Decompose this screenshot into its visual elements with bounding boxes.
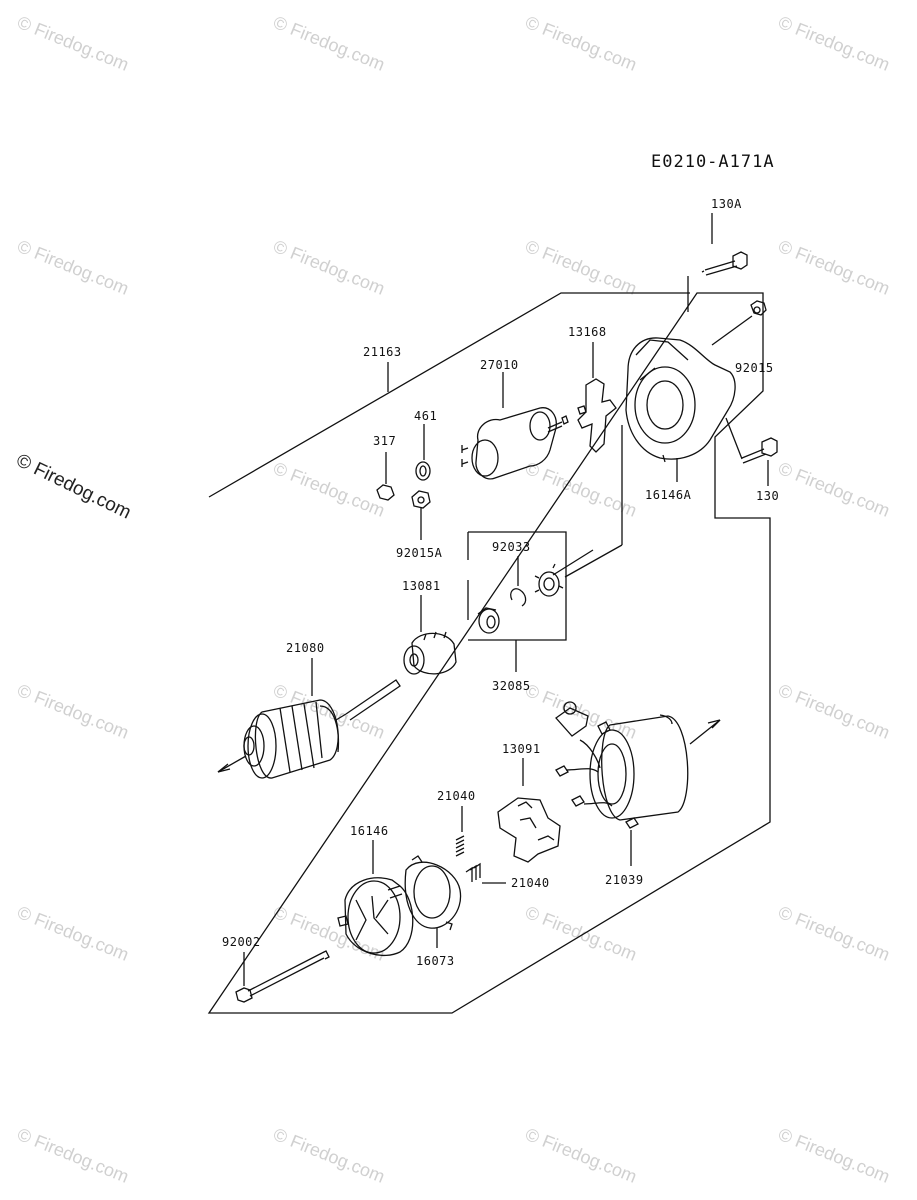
brush-holder-13091 <box>497 758 561 863</box>
label-16146a: 16146A <box>645 488 692 502</box>
armature-21080 <box>217 658 401 779</box>
label-130: 130 <box>756 489 779 503</box>
snap-ring-92033 <box>510 556 527 607</box>
lever-13168 <box>577 342 617 453</box>
leader-ring <box>552 549 594 576</box>
label-21040-a: 21040 <box>437 789 476 803</box>
label-92015a: 92015A <box>396 546 443 560</box>
label-13091: 13091 <box>502 742 541 756</box>
clutch-ring <box>534 563 564 597</box>
nut-92015a <box>411 490 431 540</box>
nut-92015 <box>711 300 767 346</box>
label-317: 317 <box>373 434 396 448</box>
label-21040-b: 21040 <box>511 876 550 890</box>
label-27010: 27010 <box>480 358 519 372</box>
spring-21040-a <box>455 806 465 857</box>
label-92002: 92002 <box>222 935 261 949</box>
assembly-outline <box>207 292 771 1014</box>
brush-plate-16073 <box>404 855 462 948</box>
label-130a: 130A <box>711 197 742 211</box>
label-461: 461 <box>414 409 437 423</box>
solenoid-27010 <box>461 372 569 480</box>
washer-461 <box>415 424 431 481</box>
bolt-130a <box>687 213 748 312</box>
label-16146: 16146 <box>350 824 389 838</box>
diagram-code: E0210-A171A <box>651 152 775 172</box>
label-13168: 13168 <box>568 325 607 339</box>
collar <box>477 607 500 634</box>
bracket-32085 <box>467 531 567 672</box>
nut-317 <box>376 452 395 501</box>
label-21163: 21163 <box>363 345 402 359</box>
through-bolt-92002 <box>235 950 330 1003</box>
end-cover-16146 <box>337 840 414 956</box>
spring-21040-b <box>465 862 506 884</box>
label-92033: 92033 <box>492 540 531 554</box>
part-labels: 130A 92015 21163 27010 13168 461 317 161… <box>222 197 779 968</box>
label-16073: 16073 <box>416 954 455 968</box>
bolt-130 <box>725 417 778 486</box>
label-21039: 21039 <box>605 873 644 887</box>
yoke-21039 <box>555 701 721 866</box>
label-32085: 32085 <box>492 679 531 693</box>
label-13081: 13081 <box>402 579 441 593</box>
pinion-13081 <box>403 595 457 675</box>
label-92015: 92015 <box>735 361 774 375</box>
label-21080: 21080 <box>286 641 325 655</box>
housing-16146a <box>564 337 736 578</box>
